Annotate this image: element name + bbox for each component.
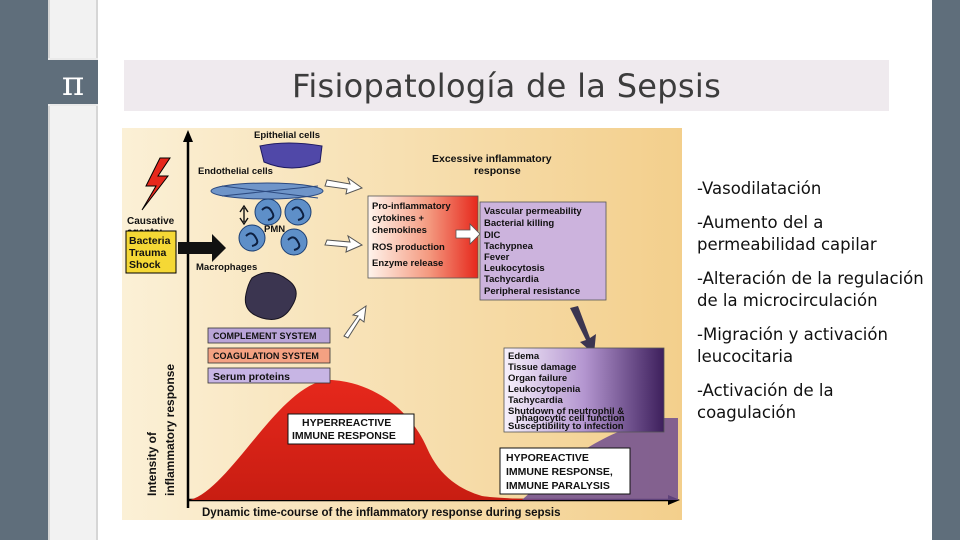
- bullet-microcirculacion: -Alteración de la regulación de la micro…: [697, 269, 924, 310]
- coagulation-label: COAGULATION SYSTEM: [213, 351, 319, 361]
- late-effects-box: [503, 347, 665, 433]
- late-2: Tissue damage: [508, 362, 576, 373]
- late-5: Tachycardia: [508, 395, 563, 406]
- y-axis-label-1: Intensity of: [145, 431, 159, 496]
- agent-shock: Shock: [129, 259, 161, 271]
- hyperreactive-line1: HYPERREACTIVE: [302, 417, 391, 429]
- late-4: Leukocytopenia: [508, 384, 581, 395]
- white-arrows: [324, 176, 367, 339]
- hyporeactive-line2: IMMUNE RESPONSE,: [506, 466, 613, 478]
- pro-item-1: Pro-inflammatory: [372, 201, 451, 212]
- response-5: Fever: [484, 252, 510, 263]
- pi-icon: π: [48, 58, 98, 106]
- serum-box: [207, 367, 331, 384]
- pro-item-3: chemokines: [372, 225, 427, 236]
- right-rail: [932, 0, 960, 540]
- hyporeactive-line1: HYPOREACTIVE: [506, 452, 589, 464]
- left-rail: [0, 0, 48, 540]
- pmn-label: PMN: [264, 224, 285, 235]
- response-3: DIC: [484, 230, 501, 241]
- y-axis-label-2: inflammatory response: [163, 364, 177, 496]
- down-arrow: [570, 306, 596, 354]
- endothelial-label: Endothelial cells: [198, 166, 273, 177]
- late-1: Edema: [508, 351, 540, 362]
- sepsis-figure: Causative agents: Bacteria Trauma Shock …: [122, 128, 682, 520]
- agents-arrow: [178, 234, 226, 262]
- lightning-icon: [141, 157, 171, 211]
- excessive-line1: Excessive inflammatory: [432, 153, 552, 165]
- response-7: Tachycardia: [484, 274, 539, 285]
- late-6: Shutdown of neutrophil &: [508, 406, 624, 417]
- hyporeactive-line3: IMMUNE PARALYSIS: [506, 480, 610, 492]
- epithelial-cell-icon: [259, 142, 323, 169]
- serum-label: Serum proteins: [213, 371, 290, 383]
- bullet-leucocitaria: -Migración y activación leucocitaria: [697, 325, 888, 366]
- y-axis-arrow: [183, 130, 193, 142]
- complement-box: [207, 327, 331, 344]
- inflammatory-curve: [190, 379, 682, 500]
- response-8: Peripheral resistance: [484, 286, 580, 297]
- hyperreactive-box: [287, 413, 415, 445]
- late-3: Organ failure: [508, 373, 567, 384]
- agent-trauma: Trauma: [129, 247, 167, 259]
- x-axis-label: Dynamic time-course of the inflammatory …: [202, 507, 561, 519]
- coagulation-box: [207, 347, 331, 364]
- bullet-list: -Vasodilatación -Aumento del a permeabil…: [697, 178, 927, 436]
- bullet-coagulacion: -Activación de la coagulación: [697, 381, 834, 422]
- title-bar: Fisiopatología de la Sepsis: [124, 60, 889, 111]
- responses-box: [479, 201, 607, 301]
- hyperreactive-line2: IMMUNE RESPONSE: [292, 430, 396, 442]
- agent-bacteria: Bacteria: [129, 235, 171, 247]
- bullet-permeabilidad: -Aumento del a permeabilidad capilar: [697, 213, 877, 254]
- response-4: Tachypnea: [484, 241, 534, 252]
- macrophages-label: Macrophages: [196, 262, 257, 273]
- pmn-cells-icon: [238, 198, 312, 256]
- hyporeactive-box: [499, 447, 631, 495]
- excessive-line2: response: [474, 165, 521, 177]
- macrophage-icon: [244, 272, 297, 320]
- response-6: Leukocytosis: [484, 263, 545, 274]
- white-arrow-right: [455, 223, 481, 245]
- late-7: phagocytic cell function: [516, 413, 625, 424]
- pro-item-2: cytokines +: [372, 213, 424, 224]
- pro-item-4: ROS production: [372, 242, 445, 253]
- double-arrow: [239, 204, 249, 226]
- epithelial-label: Epithelial cells: [254, 130, 320, 141]
- causative-agents-line1: Causative: [127, 216, 175, 227]
- bullet-vasodilatacion: -Vasodilatación: [697, 179, 822, 198]
- response-1: Vascular permeability: [484, 206, 582, 217]
- complement-label: COMPLEMENT SYSTEM: [213, 331, 317, 341]
- response-2: Bacterial killing: [484, 218, 554, 229]
- late-8: Susceptibility to infection: [508, 421, 624, 432]
- agents-box: [125, 230, 177, 274]
- pro-item-5: Enzyme release: [372, 258, 443, 269]
- slide-title: Fisiopatología de la Sepsis: [291, 66, 722, 105]
